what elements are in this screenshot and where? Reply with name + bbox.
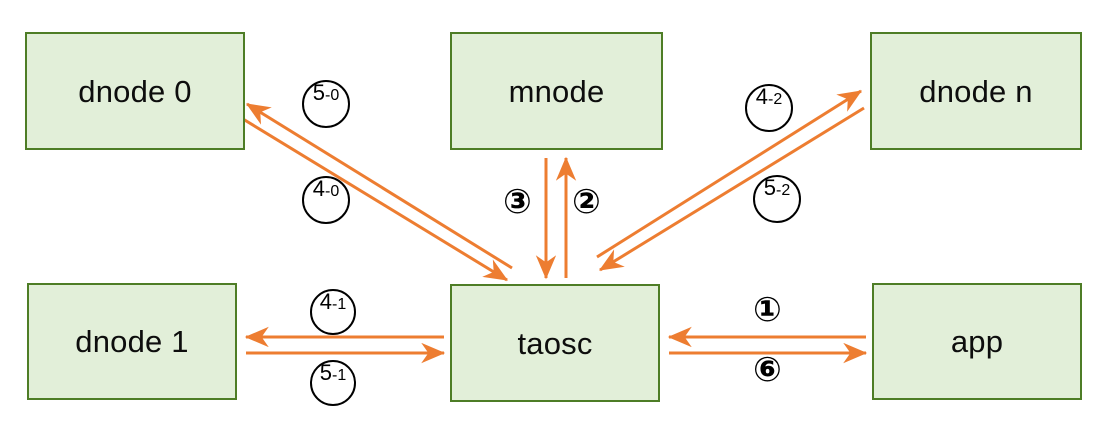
edge-label-4-0: 4-0 — [302, 176, 350, 224]
edge-label-primary: 4 — [319, 289, 332, 314]
edge-label-primary: 5 — [312, 80, 325, 105]
edge-label-suffix: -1 — [332, 367, 347, 384]
edge-label-3: ③ — [503, 182, 532, 222]
edge-label-suffix: -2 — [768, 91, 783, 108]
edge-label-4-2: 4-2 — [745, 84, 793, 132]
node-label: mnode — [508, 73, 605, 109]
node-dnode1[interactable]: dnode 1 — [27, 283, 237, 400]
edge-label-5-0: 5-0 — [302, 80, 350, 128]
edge-label-5-2: 5-2 — [753, 175, 801, 223]
node-taosc[interactable]: taosc — [450, 284, 660, 402]
edge-label-primary: 5 — [763, 175, 776, 200]
edge-label-1: ① — [753, 290, 782, 330]
node-label: dnode 0 — [78, 73, 192, 109]
edge-label-suffix: -2 — [776, 182, 791, 199]
node-label: dnode n — [919, 73, 1033, 109]
edge-label-suffix: -0 — [325, 87, 340, 104]
node-app[interactable]: app — [872, 283, 1082, 400]
node-label: app — [950, 324, 1004, 359]
edge-label-suffix: -0 — [325, 183, 340, 200]
edge-label-primary: 4 — [312, 176, 325, 201]
edge-label-6: ⑥ — [753, 350, 782, 390]
node-mnode[interactable]: mnode — [450, 32, 663, 150]
node-dnode0[interactable]: dnode 0 — [25, 32, 245, 150]
node-dnoden[interactable]: dnode n — [870, 32, 1082, 150]
edge-label-2: ② — [572, 182, 601, 222]
node-label: dnode 1 — [75, 324, 189, 359]
edge-label-4-1: 4-1 — [310, 289, 356, 335]
node-label: taosc — [517, 325, 593, 361]
edge-label-primary: 4 — [755, 84, 768, 109]
edge-label-primary: 5 — [319, 360, 332, 385]
edge-label-5-1: 5-1 — [310, 360, 356, 406]
edge-label-suffix: -1 — [332, 296, 347, 313]
